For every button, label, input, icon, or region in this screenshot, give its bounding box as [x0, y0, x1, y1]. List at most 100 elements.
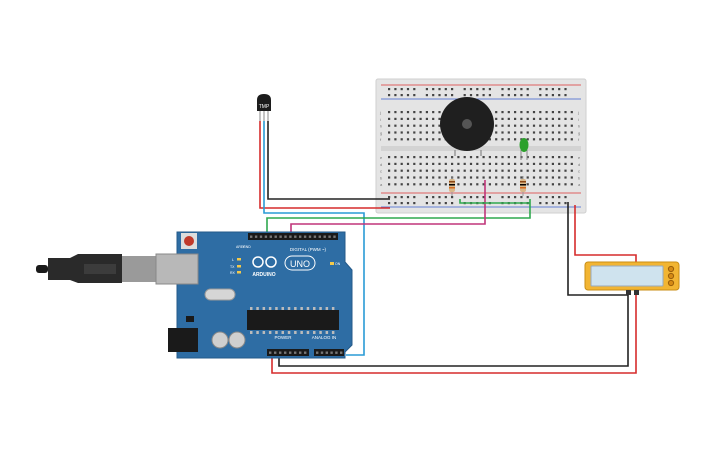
terminal-hole[interactable] — [539, 131, 542, 134]
header-pin[interactable] — [274, 235, 277, 238]
terminal-hole[interactable] — [432, 124, 435, 127]
terminal-hole[interactable] — [438, 176, 441, 179]
rail-hole[interactable] — [469, 196, 473, 199]
header-pin[interactable] — [279, 351, 282, 354]
rail-hole[interactable] — [444, 88, 447, 91]
rail-hole[interactable] — [482, 88, 485, 91]
terminal-hole[interactable] — [413, 138, 416, 141]
terminal-hole[interactable] — [388, 156, 391, 159]
terminal-hole[interactable] — [507, 169, 510, 172]
terminal-hole[interactable] — [438, 111, 441, 114]
terminal-hole[interactable] — [419, 162, 422, 165]
terminal-hole[interactable] — [394, 117, 397, 120]
terminal-hole[interactable] — [425, 138, 428, 141]
terminal-hole[interactable] — [545, 131, 548, 134]
header-pin[interactable] — [289, 235, 292, 238]
terminal-hole[interactable] — [425, 176, 428, 179]
terminal-hole[interactable] — [488, 169, 491, 172]
terminal-hole[interactable] — [514, 124, 517, 127]
rail-hole[interactable] — [394, 94, 397, 97]
rail-hole[interactable] — [545, 94, 548, 97]
rail-hole[interactable] — [545, 196, 548, 199]
terminal-hole[interactable] — [476, 176, 479, 179]
wire-sensor-vcc[interactable] — [259, 121, 390, 209]
terminal-hole[interactable] — [558, 156, 561, 159]
rail-hole[interactable] — [514, 196, 517, 199]
rail-hole[interactable] — [425, 88, 428, 91]
terminal-hole[interactable] — [463, 169, 466, 172]
rail-hole[interactable] — [388, 88, 391, 91]
rail-hole[interactable] — [476, 196, 479, 199]
rail-hole[interactable] — [388, 94, 391, 97]
reset-button-cap[interactable] — [184, 236, 194, 246]
rail-hole[interactable] — [413, 202, 416, 205]
terminal-hole[interactable] — [438, 183, 441, 186]
resistor-1[interactable] — [449, 176, 455, 196]
terminal-hole[interactable] — [432, 169, 435, 172]
terminal-hole[interactable] — [507, 117, 510, 120]
lcd-module[interactable] — [584, 261, 680, 295]
terminal-hole[interactable] — [419, 169, 422, 172]
terminal-hole[interactable] — [476, 183, 479, 186]
header-pin[interactable] — [303, 235, 307, 238]
header-pin[interactable] — [328, 235, 331, 238]
rail-hole[interactable] — [444, 196, 447, 199]
rail-hole[interactable] — [413, 88, 416, 91]
terminal-hole[interactable] — [495, 138, 498, 141]
terminal-hole[interactable] — [463, 156, 466, 159]
terminal-hole[interactable] — [501, 156, 504, 159]
terminal-hole[interactable] — [413, 117, 416, 120]
terminal-hole[interactable] — [444, 169, 447, 172]
rail-hole[interactable] — [526, 196, 529, 199]
terminal-hole[interactable] — [545, 117, 548, 120]
terminal-hole[interactable] — [532, 131, 536, 134]
terminal-hole[interactable] — [514, 138, 517, 141]
terminal-hole[interactable] — [514, 111, 517, 114]
rail-hole[interactable] — [564, 94, 567, 97]
terminal-hole[interactable] — [406, 183, 410, 186]
terminal-hole[interactable] — [400, 111, 403, 114]
terminal-hole[interactable] — [438, 124, 441, 127]
rail-hole[interactable] — [451, 94, 454, 97]
header-pin[interactable] — [259, 235, 263, 238]
arduino-uno[interactable]: DIGITAL (PWM ~) AREF GND L TX RX ARDUINO… — [36, 231, 353, 359]
rail-hole[interactable] — [400, 196, 403, 199]
terminal-hole[interactable] — [488, 138, 491, 141]
rail-hole[interactable] — [432, 202, 435, 205]
terminal-hole[interactable] — [551, 176, 554, 179]
terminal-hole[interactable] — [564, 117, 567, 120]
rail-hole[interactable] — [545, 88, 548, 91]
terminal-hole[interactable] — [551, 162, 554, 165]
terminal-hole[interactable] — [507, 183, 510, 186]
rail-hole[interactable] — [488, 94, 491, 97]
rail-hole[interactable] — [558, 196, 561, 199]
terminal-hole[interactable] — [488, 183, 491, 186]
terminal-hole[interactable] — [551, 131, 554, 134]
rail-hole[interactable] — [514, 88, 517, 91]
rail-hole[interactable] — [520, 88, 523, 91]
terminal-hole[interactable] — [495, 124, 498, 127]
terminal-hole[interactable] — [539, 169, 542, 172]
rail-hole[interactable] — [514, 94, 517, 97]
terminal-hole[interactable] — [444, 176, 447, 179]
rail-hole[interactable] — [425, 202, 428, 205]
terminal-hole[interactable] — [413, 131, 416, 134]
terminal-hole[interactable] — [432, 111, 435, 114]
rail-hole[interactable] — [394, 202, 397, 205]
terminal-hole[interactable] — [539, 111, 542, 114]
terminal-hole[interactable] — [438, 117, 441, 120]
rail-hole[interactable] — [400, 88, 403, 91]
terminal-hole[interactable] — [394, 183, 397, 186]
terminal-hole[interactable] — [514, 131, 517, 134]
terminal-hole[interactable] — [388, 169, 391, 172]
terminal-hole[interactable] — [520, 162, 523, 165]
terminal-hole[interactable] — [406, 131, 410, 134]
terminal-hole[interactable] — [570, 131, 573, 134]
rail-hole[interactable] — [551, 202, 554, 205]
terminal-hole[interactable] — [488, 176, 491, 179]
rail-hole[interactable] — [413, 196, 416, 199]
header-pin[interactable] — [333, 235, 336, 238]
terminal-hole[interactable] — [451, 169, 454, 172]
terminal-hole[interactable] — [438, 156, 441, 159]
terminal-hole[interactable] — [413, 162, 416, 165]
